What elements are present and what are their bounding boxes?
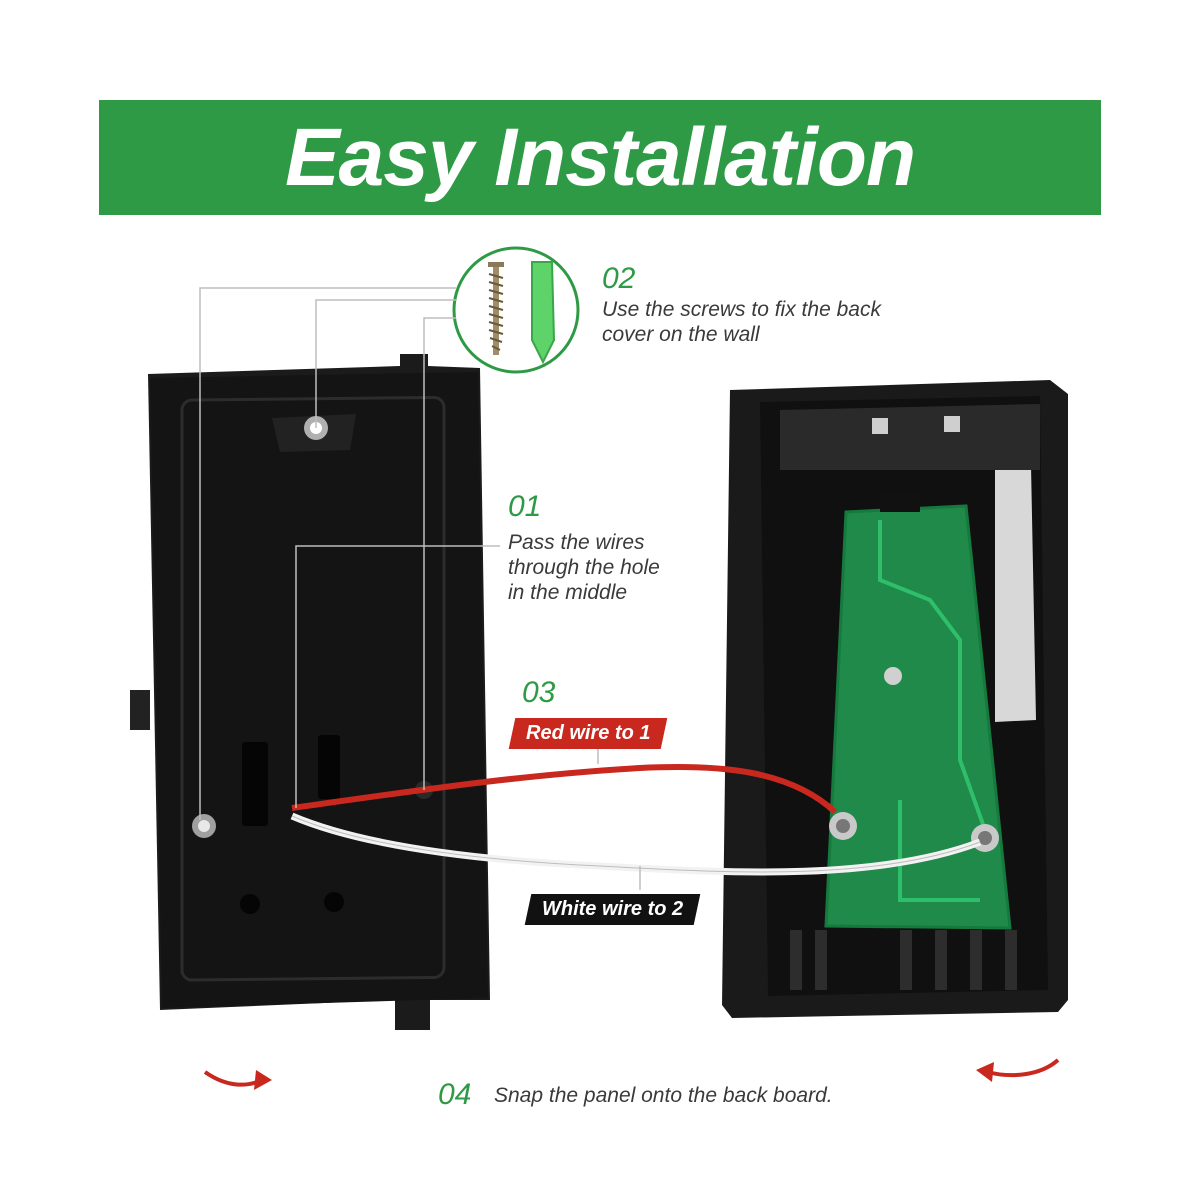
white-wire-label-text: White wire to 2 — [542, 898, 684, 920]
screw-and-anchor-icon — [452, 246, 580, 374]
red-wire-label: Red wire to 1 — [508, 718, 668, 749]
title-banner: Easy Installation — [99, 100, 1101, 215]
banner-title: Easy Installation — [284, 111, 916, 203]
white-wire — [290, 812, 982, 876]
step-04-number: 04 — [438, 1078, 472, 1111]
step-02-text: Use the screws to fix the back cover on … — [602, 297, 881, 347]
leader-lines — [199, 287, 641, 890]
snap-arrow-right-icon — [976, 1058, 1060, 1082]
back-cover — [130, 354, 490, 1030]
step-01-line-1: Pass the wires — [508, 531, 645, 554]
step-02-line-2: cover on the wall — [602, 323, 760, 346]
step-01-line-2: through the hole — [508, 556, 660, 579]
step-03-number: 03 — [522, 676, 556, 709]
step-04-text: Snap the panel onto the back board. — [494, 1084, 833, 1107]
step-01-number: 01 — [508, 490, 542, 523]
step-01-line-3: in the middle — [508, 581, 628, 604]
white-wire-label: White wire to 2 — [524, 894, 701, 925]
step-02-line-1: Use the screws to fix the back — [602, 298, 881, 321]
step-01-text: Pass the wires through the hole in the m… — [508, 530, 660, 605]
snap-arrow-left-icon — [203, 1070, 272, 1090]
red-wire-label-text: Red wire to 1 — [526, 722, 651, 744]
step-02-number: 02 — [602, 262, 636, 295]
red-wire — [291, 763, 838, 815]
